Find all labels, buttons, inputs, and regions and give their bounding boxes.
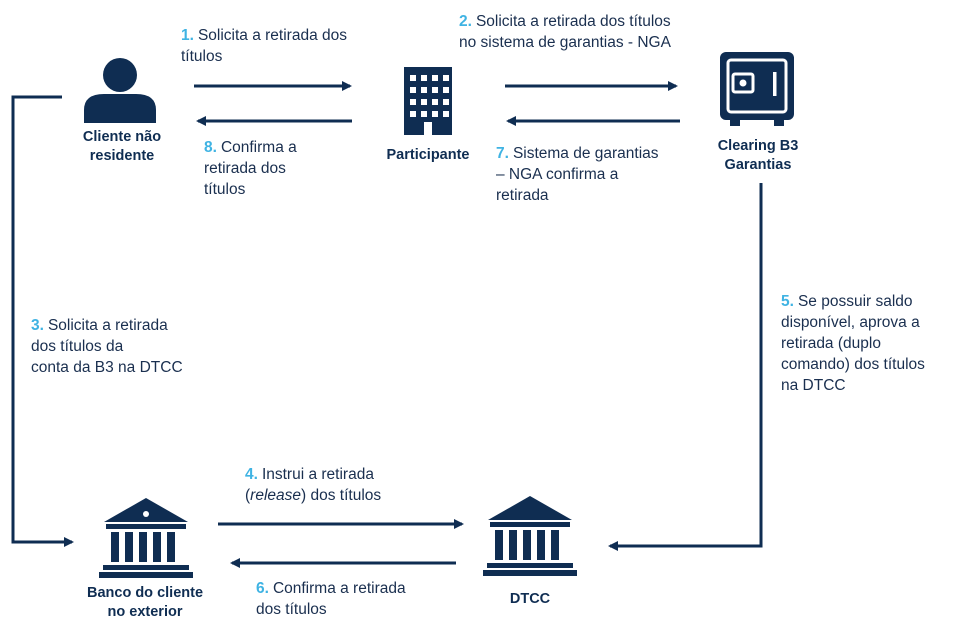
step-1-line1: Solicita a retirada dos [197, 27, 347, 44]
step-5-line3: retirada (duplo [781, 335, 881, 352]
step-3-line1: Solicita a retirada [47, 317, 168, 334]
client-label-line1: Cliente não [82, 129, 162, 145]
step-4-paren-open: ( [245, 487, 251, 504]
step-4-line2-rest: ) dos títulos [301, 487, 382, 504]
step-7-number: 7. [496, 145, 509, 162]
step-6-line1: Confirma a retirada [272, 580, 406, 597]
step-7-label: 7.Sistema de garantias – NGA confirma a … [496, 143, 716, 206]
step-5-line5: na DTCC [781, 377, 846, 394]
step-8-line2: retirada dos [204, 160, 286, 177]
dtcc-label: DTCC [490, 590, 570, 609]
safe-icon [720, 52, 794, 126]
step-8-line1: Confirma a [220, 139, 297, 156]
step-2-line2: no sistema de garantias - NGA [459, 34, 671, 51]
dtcc-label-text: DTCC [509, 591, 551, 607]
step-2-number: 2. [459, 13, 472, 30]
building-icon [404, 67, 452, 135]
step-6-label: 6.Confirma a retirada dos títulos [256, 578, 476, 620]
step-7-line2: – NGA confirma a [496, 166, 619, 183]
clearing-label: Clearing B3 Garantias [700, 137, 816, 175]
step-3-line2: dos títulos da [31, 338, 124, 355]
step-6-line2: dos títulos [256, 601, 327, 618]
step-5-line1: Se possuir saldo [797, 293, 913, 310]
step-1-label: 1.Solicita a retirada dos títulos [181, 25, 401, 67]
participant-label-text: Participante [386, 147, 470, 163]
client-label-line2: residente [89, 148, 155, 164]
bank-label: Banco do cliente no exterior [62, 584, 228, 622]
step-3-line3: conta da B3 na DTCC [31, 359, 183, 376]
client-label: Cliente não residente [68, 128, 176, 166]
arrow-5 [608, 183, 763, 551]
step-1-number: 1. [181, 27, 194, 44]
step-2-label: 2.Solicita a retirada dos títulos no sis… [459, 11, 729, 53]
participant-label: Participante [372, 146, 484, 165]
person-icon [84, 58, 156, 123]
step-7-line3: retirada [496, 187, 549, 204]
step-5-label: 5.Se possuir saldo disponível, aprova a … [781, 291, 953, 396]
bank-label-line1: Banco do cliente [86, 585, 204, 601]
step-5-line4: comando) dos títulos [781, 356, 925, 373]
step-6-number: 6. [256, 580, 269, 597]
step-5-number: 5. [781, 293, 794, 310]
arrow-3 [11, 95, 74, 547]
dtcc-bank-icon [483, 496, 577, 576]
step-1-line2: títulos [181, 48, 223, 65]
step-8-line3: títulos [204, 181, 246, 198]
step-4-line1: Instrui a retirada [261, 466, 374, 483]
bank-icon [99, 498, 193, 578]
clearing-label-line2: Garantias [724, 157, 792, 173]
clearing-label-line1: Clearing B3 [717, 138, 799, 154]
step-4-label: 4.Instrui a retirada (release) dos títul… [245, 464, 465, 506]
step-3-number: 3. [31, 317, 44, 334]
step-2-line1: Solicita a retirada dos títulos [475, 13, 671, 30]
step-8-label: 8.Confirma a retirada dos títulos [204, 137, 354, 200]
bank-label-line2: no exterior [107, 604, 183, 620]
step-4-release-term: release [250, 487, 302, 504]
step-5-line2: disponível, aprova a [781, 314, 920, 331]
step-4-number: 4. [245, 466, 258, 483]
step-7-line1: Sistema de garantias [512, 145, 659, 162]
step-3-label: 3.Solicita a retirada dos títulos da con… [31, 315, 251, 378]
step-8-number: 8. [204, 139, 217, 156]
